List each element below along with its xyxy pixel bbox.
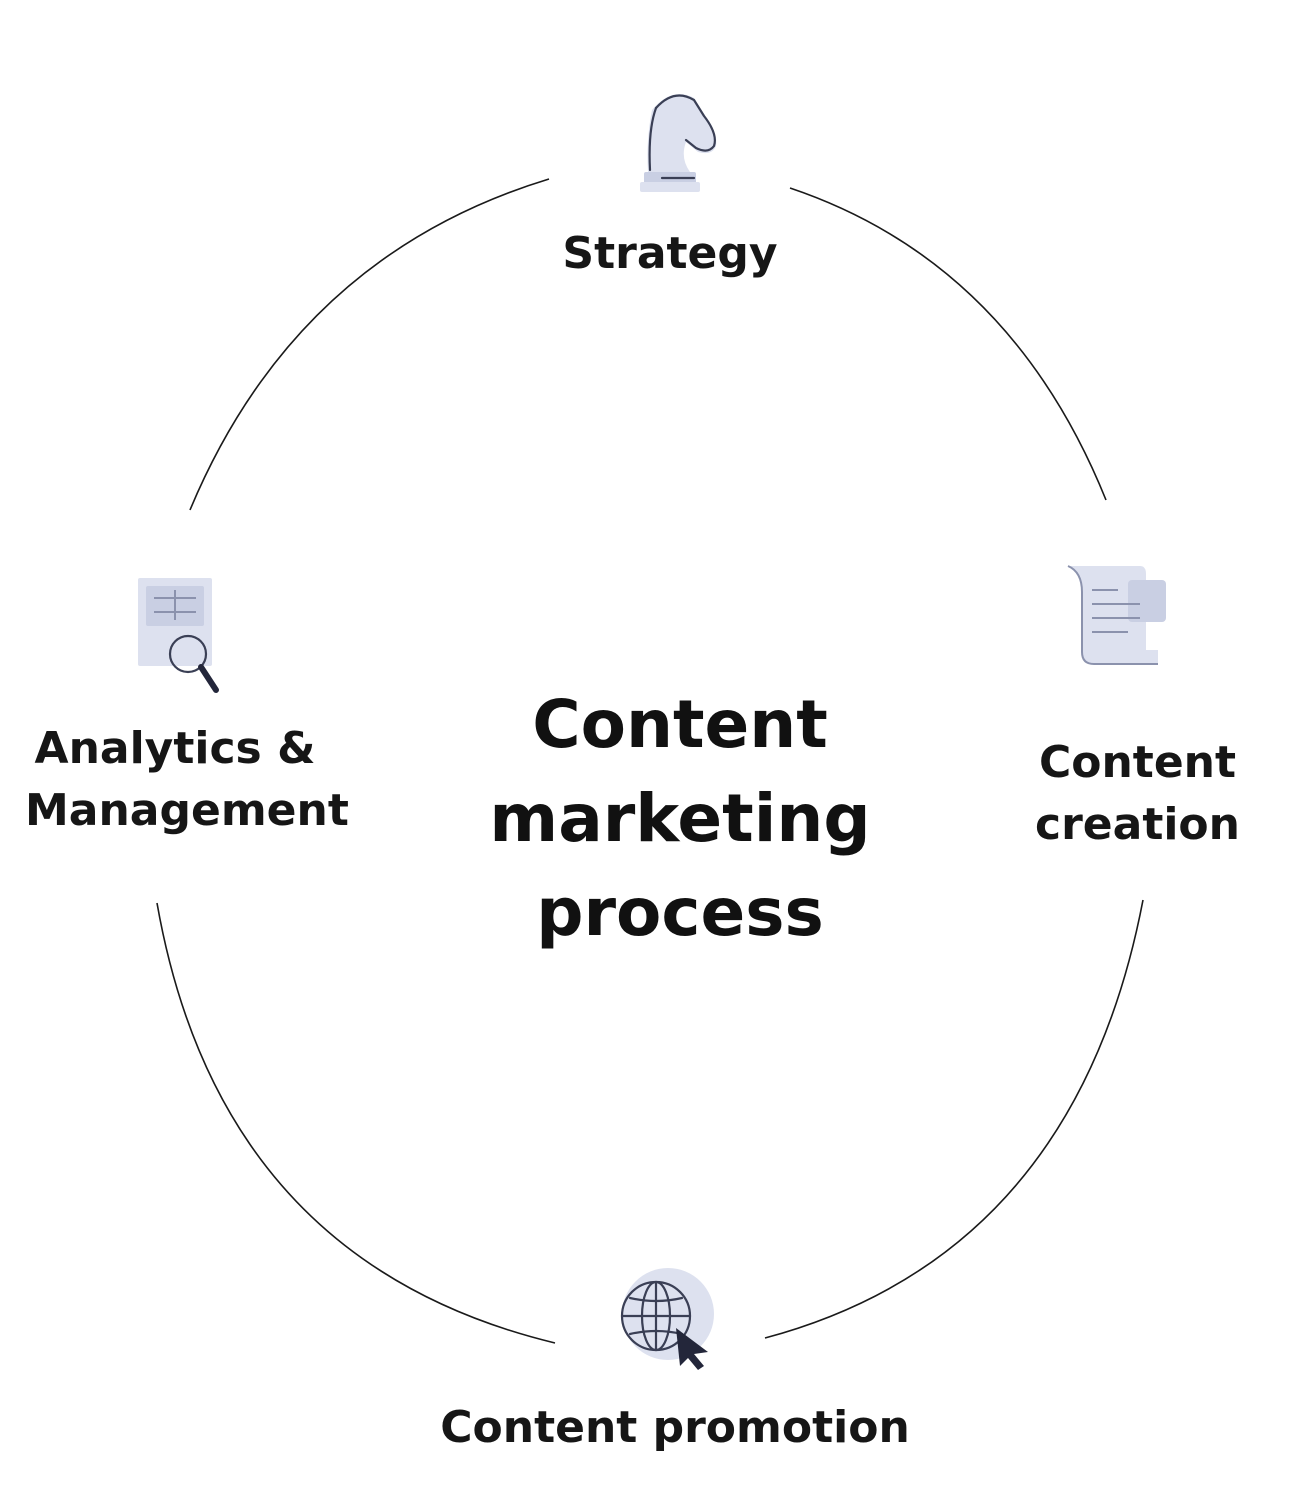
step-label-content-promotion: Content promotion <box>440 1402 910 1453</box>
cycle-arc-promotion-to-analytics <box>156 902 556 1344</box>
step-label-content-creation: Content creation <box>1035 737 1240 850</box>
center-title: Content marketing process <box>489 686 871 951</box>
step-label-strategy: Strategy <box>562 228 778 279</box>
report-magnifier-icon <box>138 578 219 693</box>
cycle-arc-creation-to-promotion <box>764 899 1144 1339</box>
chess-knight-icon <box>640 94 717 192</box>
step-label-analytics-management: Analytics & Management <box>25 723 349 836</box>
globe-cursor-icon <box>620 1268 714 1370</box>
cycle-arc-strategy-to-creation <box>789 187 1107 501</box>
cycle-arc-analytics-to-strategy <box>189 178 550 511</box>
document-scroll-icon <box>1067 565 1166 665</box>
